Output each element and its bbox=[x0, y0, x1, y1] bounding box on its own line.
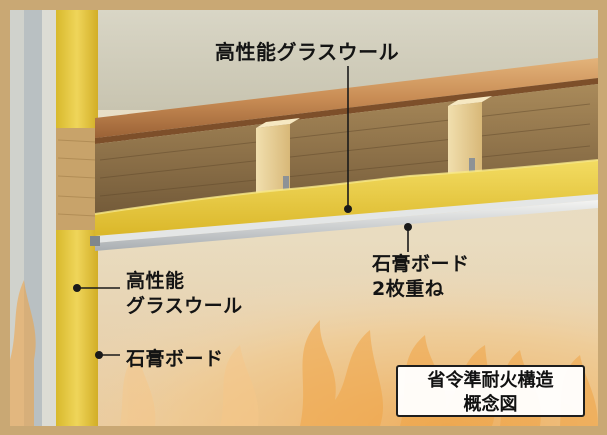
caption-line2: 概念図 bbox=[463, 394, 518, 415]
label-ceiling-board-line2: 2枚重ね bbox=[372, 278, 445, 300]
joist-1-top bbox=[256, 118, 300, 128]
dot-wall-gypsum bbox=[95, 351, 103, 359]
beam-end-grain bbox=[57, 139, 97, 217]
wall-flame bbox=[10, 280, 36, 426]
label-wall-insulation-line2: グラスウール bbox=[126, 295, 243, 317]
joist-2 bbox=[448, 102, 482, 182]
flames-soft bbox=[120, 345, 259, 426]
wall-beam-end bbox=[56, 128, 98, 230]
caption-box: 省令準耐火構造 概念図 bbox=[396, 365, 585, 417]
dot-ceiling-insulation bbox=[344, 205, 352, 213]
joist-2-top bbox=[448, 96, 492, 106]
label-wall-insulation: 高性能 グラスウール bbox=[126, 269, 243, 319]
dot-wall-insulation bbox=[73, 284, 81, 292]
label-ceiling-board: 石膏ボード 2枚重ね bbox=[372, 252, 470, 302]
joist-1 bbox=[256, 124, 290, 200]
wall-gypsum-layer-2 bbox=[42, 10, 56, 426]
caption-line1: 省令準耐火構造 bbox=[427, 370, 554, 391]
label-wall-gypsum: 石膏ボード bbox=[126, 348, 224, 370]
leader-dots bbox=[73, 205, 412, 359]
dot-ceiling-board bbox=[404, 223, 412, 231]
floor-board-edge bbox=[95, 78, 598, 144]
label-ceiling-insulation: 高性能グラスウール bbox=[215, 40, 400, 64]
ceiling-board-layer-1 bbox=[95, 194, 598, 243]
ceiling-insulation bbox=[95, 160, 598, 240]
floor-board bbox=[95, 58, 598, 138]
label-wall-insulation-line1: 高性能 bbox=[126, 270, 185, 292]
ceiling-board-edge bbox=[90, 236, 100, 246]
label-ceiling-board-line1: 石膏ボード bbox=[372, 253, 470, 275]
ceiling-board-layer-2 bbox=[95, 200, 598, 251]
